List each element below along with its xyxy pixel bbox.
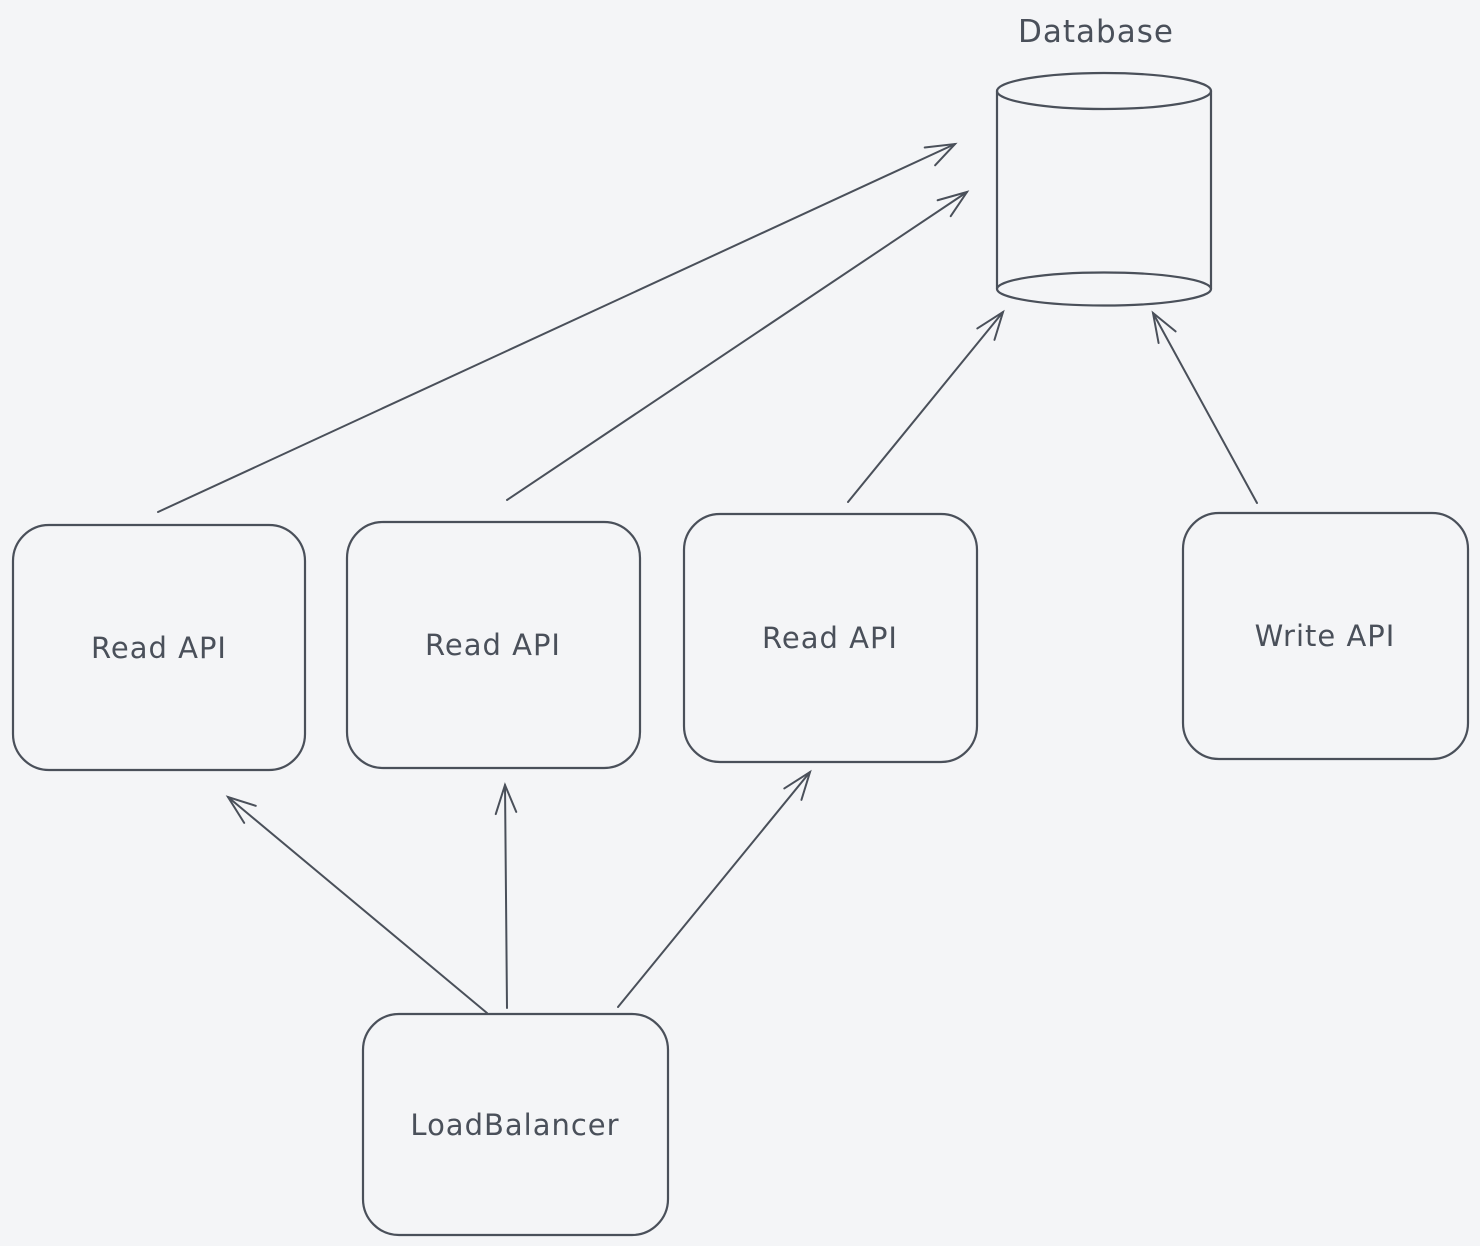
node-label: LoadBalancer: [410, 1108, 619, 1142]
edge-read-api-1-to-database: [157, 142, 958, 513]
edge-read-api-2-to-database: [506, 190, 970, 501]
node-database: Database: [995, 14, 1213, 307]
node-label: Write API: [1255, 619, 1396, 653]
node-write-api: Write API: [1181, 511, 1470, 761]
node-read-api-3: Read API: [682, 512, 979, 764]
node-load-balancer: LoadBalancer: [361, 1012, 670, 1237]
edge-write-api-to-database: [1151, 310, 1258, 504]
edges: [157, 142, 1258, 1014]
edge-loadbalancer-to-read-api-2: [494, 782, 518, 1009]
node-label: Read API: [762, 621, 898, 655]
node-read-api-2: Read API: [345, 520, 642, 770]
database-cylinder-icon: [995, 71, 1213, 307]
edge-loadbalancer-to-read-api-1: [225, 795, 488, 1014]
node-read-api-1: Read API: [11, 523, 307, 772]
edge-loadbalancer-to-read-api-3: [617, 769, 812, 1008]
edge-read-api-3-to-database: [847, 309, 1005, 503]
database-label: Database: [1018, 14, 1174, 50]
node-label: Read API: [91, 631, 227, 665]
node-label: Read API: [425, 628, 561, 662]
